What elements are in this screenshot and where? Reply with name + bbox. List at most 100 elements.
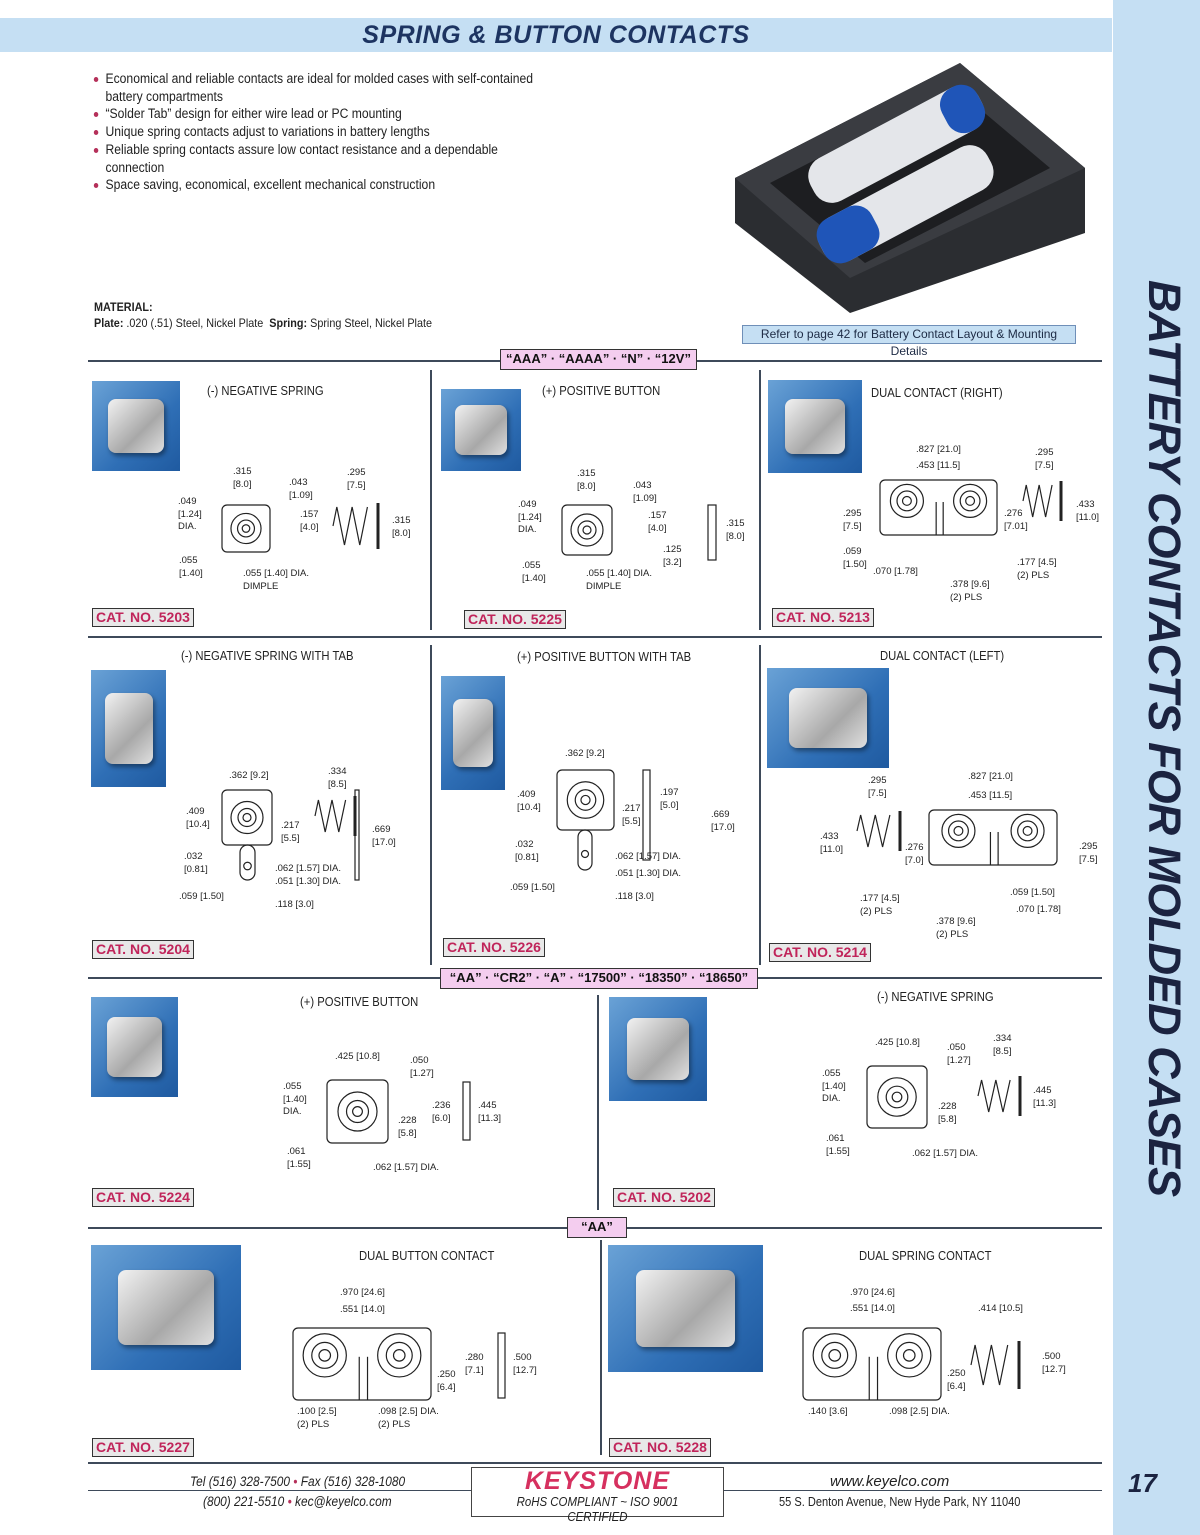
dimension-label: .425 [10.8] xyxy=(335,1051,380,1062)
drawing-side xyxy=(642,769,651,861)
dimension-label: .414 [10.5] xyxy=(978,1303,1023,1314)
battery-holder-image xyxy=(735,63,1085,313)
dimension-label: .043 [1.09] xyxy=(633,480,657,504)
drawing-sq xyxy=(221,789,273,846)
drawing-side xyxy=(707,504,717,561)
contact-part-image xyxy=(452,698,494,768)
catalog-number: CAT. NO. 5213 xyxy=(772,608,874,627)
dimension-label: .500 [12.7] xyxy=(513,1352,537,1376)
product-photo xyxy=(441,389,521,471)
dimension-label: .051 [1.30] DIA. xyxy=(615,868,682,879)
dimension-label: .500 [12.7] xyxy=(1042,1351,1066,1375)
dimension-label: .043 [1.09] xyxy=(289,477,313,501)
feature-item: Space saving, economical, excellent mech… xyxy=(92,176,533,194)
feature-item: “Solder Tab” design for either wire lead… xyxy=(92,105,533,123)
contact-part-image xyxy=(106,1017,163,1077)
feature-item: Unique spring contacts adjust to variati… xyxy=(92,123,533,141)
dimension-label: .433 [11.0] xyxy=(820,831,844,855)
product-photo xyxy=(91,670,166,787)
dimension-label: .061 [1.55] xyxy=(826,1133,850,1157)
dimension-label: .669 [17.0] xyxy=(711,809,735,833)
sidebar-band xyxy=(1113,0,1200,1535)
dimension-label: .409 [10.4] xyxy=(186,806,210,830)
product-title: DUAL SPRING CONTACT xyxy=(859,1249,992,1263)
dimension-label: .055 [1.40] xyxy=(522,560,546,584)
dimension-label: .228 [5.8] xyxy=(938,1101,957,1125)
divider xyxy=(88,636,1102,638)
dimension-label: .177 [4.5] (2) PLS xyxy=(1017,557,1057,581)
drawing-spring xyxy=(1022,481,1063,521)
dimension-label: .276 [7.0] xyxy=(905,842,924,866)
footer-website[interactable]: www.keyelco.com xyxy=(830,1473,950,1490)
product-photo xyxy=(91,1245,241,1370)
product-title: (+) POSITIVE BUTTON WITH TAB xyxy=(517,650,692,664)
contact-part-image xyxy=(788,688,868,748)
footer-contact: Tel (516) 328-7500 • Fax (516) 328-1080 xyxy=(190,1474,406,1489)
divider xyxy=(759,645,761,965)
dimension-label: .295 [7.5] xyxy=(1035,447,1054,471)
dimension-label: .378 [9.6] (2) PLS xyxy=(936,916,976,940)
catalog-number: CAT. NO. 5214 xyxy=(769,943,871,962)
footer-tel: Tel (516) 328-7500 xyxy=(190,1474,290,1489)
feature-item: Economical and reliable contacts are ide… xyxy=(92,70,533,105)
dimension-label: .118 [3.0] xyxy=(275,899,314,910)
dimension-label: .062 [1.57] DIA. xyxy=(615,851,682,862)
dimension-label: .157 [4.0] xyxy=(648,510,667,534)
catalog-number: CAT. NO. 5227 xyxy=(92,1438,194,1457)
dimension-label: .217 [5.5] xyxy=(622,803,641,827)
dimension-label: .409 [10.4] xyxy=(517,789,541,813)
dimension-label: .378 [9.6] (2) PLS xyxy=(950,579,990,603)
drawing-sq xyxy=(221,504,271,553)
dimension-label: .062 [1.57] DIA. xyxy=(373,1162,440,1173)
dimension-label: .125 [3.2] xyxy=(663,544,682,568)
dimension-label: .433 [11.0] xyxy=(1076,499,1100,523)
dimension-label: .280 [7.1] xyxy=(465,1352,484,1376)
contact-part-image xyxy=(635,1270,736,1347)
dimension-label: .049 [1.24] DIA. xyxy=(178,496,202,532)
divider xyxy=(600,1240,602,1455)
drawing-dual xyxy=(802,1327,942,1401)
drawing-sq xyxy=(556,769,615,831)
drawing-spring xyxy=(970,1341,1021,1389)
catalog-number: CAT. NO. 5202 xyxy=(613,1188,715,1207)
drawing-spring xyxy=(856,811,902,851)
dimension-label: .059 [1.50] xyxy=(510,882,555,893)
footer-contact-2: (800) 221-5510 • kec@keyelco.com xyxy=(203,1494,392,1509)
contact-part-image xyxy=(107,399,165,453)
dimension-label: .157 [4.0] xyxy=(300,509,319,533)
dimension-label: .062 [1.57] DIA. xyxy=(912,1148,979,1159)
page-number: 17 xyxy=(1128,1468,1157,1498)
contact-part-image xyxy=(118,1270,214,1345)
contact-part-image xyxy=(784,398,846,455)
drawing-sq xyxy=(866,1065,928,1129)
footer-email[interactable]: kec@keyelco.com xyxy=(295,1494,392,1509)
dimension-label: .827 [21.0] xyxy=(968,771,1013,782)
dimension-label: .217 [5.5] xyxy=(281,820,300,844)
catalog-number: CAT. NO. 5204 xyxy=(92,940,194,959)
divider xyxy=(88,1462,1102,1464)
dimension-label: .295 [7.5] xyxy=(868,775,887,799)
product-photo xyxy=(768,380,862,473)
dimension-label: .140 [3.6] xyxy=(808,1406,848,1417)
dimension-label: .827 [21.0] xyxy=(916,444,961,455)
plate-value: .020 (.51) Steel, Nickel Plate xyxy=(126,316,264,330)
product-title: (-) NEGATIVE SPRING xyxy=(877,990,994,1004)
divider xyxy=(759,370,761,630)
product-photo xyxy=(608,1245,763,1372)
dimension-label: .050 [1.27] xyxy=(947,1042,971,1066)
drawing-dual xyxy=(292,1327,432,1401)
drawing-side xyxy=(497,1332,506,1399)
contact-part-image xyxy=(455,405,507,455)
dimension-label: .425 [10.8] xyxy=(875,1037,920,1048)
dimension-label: .334 [8.5] xyxy=(328,766,347,790)
dimension-label: .070 [1.78] xyxy=(1016,904,1061,915)
divider xyxy=(430,370,432,630)
section-label-aaa: “AAA” · “AAAA” · “N” · “12V” xyxy=(500,349,697,370)
catalog-number: CAT. NO. 5226 xyxy=(443,938,545,957)
drawing-dual xyxy=(928,809,1058,866)
dimension-label: .315 [8.0] xyxy=(577,468,596,492)
dimension-label: .055 [1.40] DIA. DIMPLE xyxy=(243,568,310,592)
dimension-label: .295 [7.5] xyxy=(1079,841,1098,865)
spring-label: Spring: xyxy=(269,316,308,330)
